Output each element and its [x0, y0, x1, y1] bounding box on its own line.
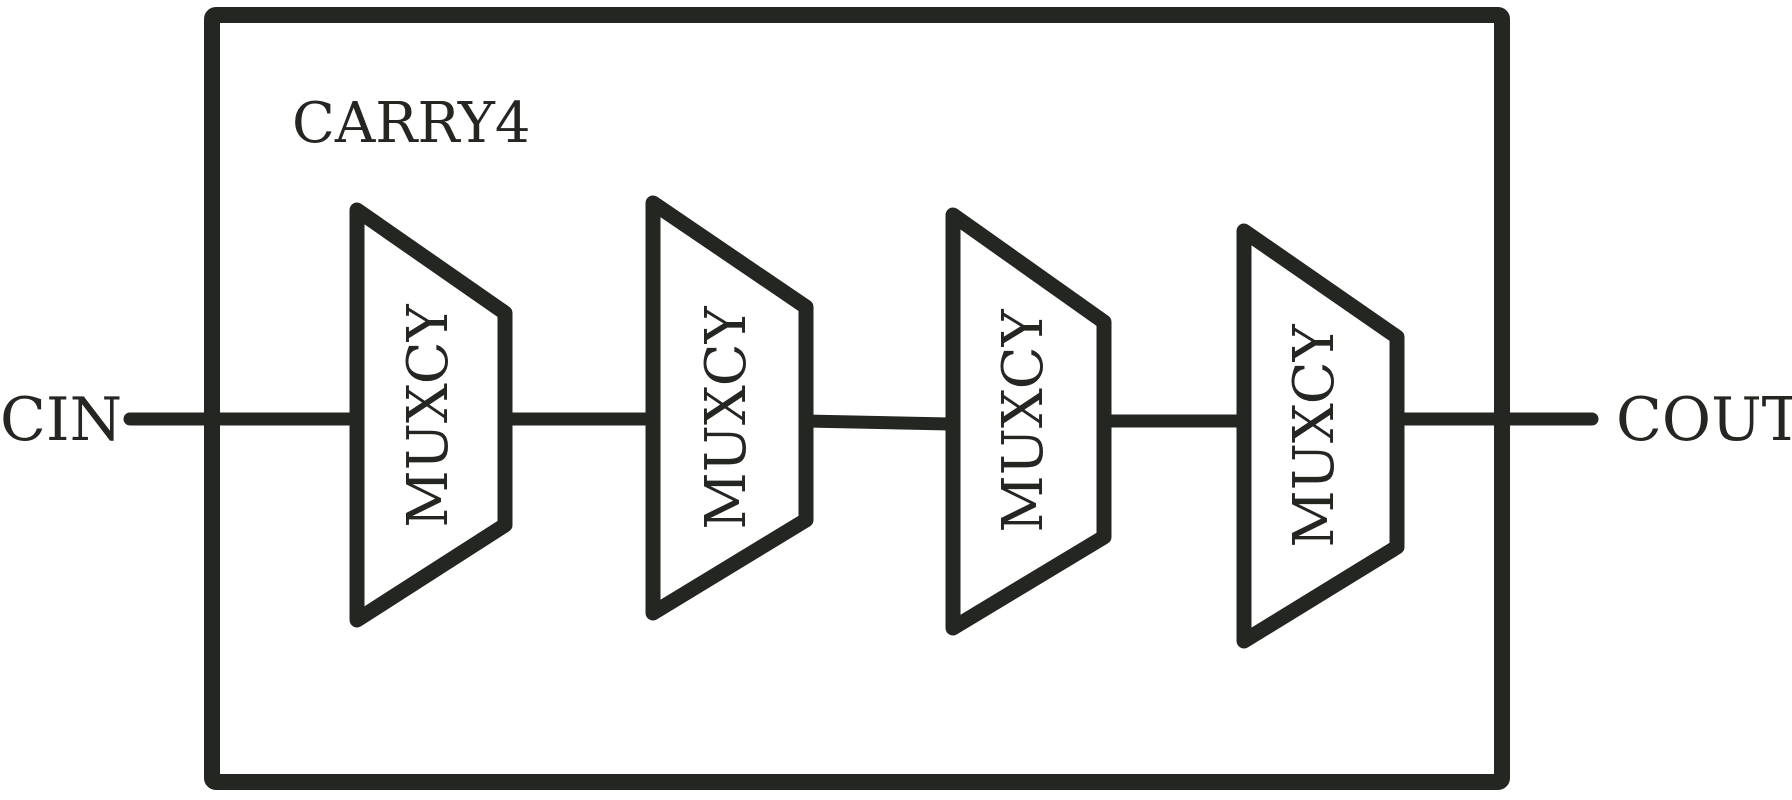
wire-mux2-to-mux3 — [799, 414, 957, 431]
mux-1: MUXCY — [349, 202, 513, 628]
cin-label: CIN — [0, 385, 122, 455]
mux-2-label: MUXCY — [694, 305, 759, 529]
block-title: CARRY4 — [292, 91, 531, 156]
mux-3: MUXCY — [945, 207, 1112, 636]
mux-3-label: MUXCY — [991, 308, 1056, 532]
mux-2: MUXCY — [645, 195, 814, 621]
mux-3-body — [945, 207, 1112, 636]
cout-label: COUT — [1616, 385, 1792, 455]
mux-4-label: MUXCY — [1282, 323, 1347, 547]
mux-2-body — [645, 195, 814, 621]
carry4-block — [204, 7, 1510, 790]
mux-4: MUXCY — [1236, 223, 1405, 649]
mux-1-body — [349, 202, 513, 628]
mux-1-label: MUXCY — [396, 303, 461, 527]
mux-4-body — [1236, 223, 1405, 649]
